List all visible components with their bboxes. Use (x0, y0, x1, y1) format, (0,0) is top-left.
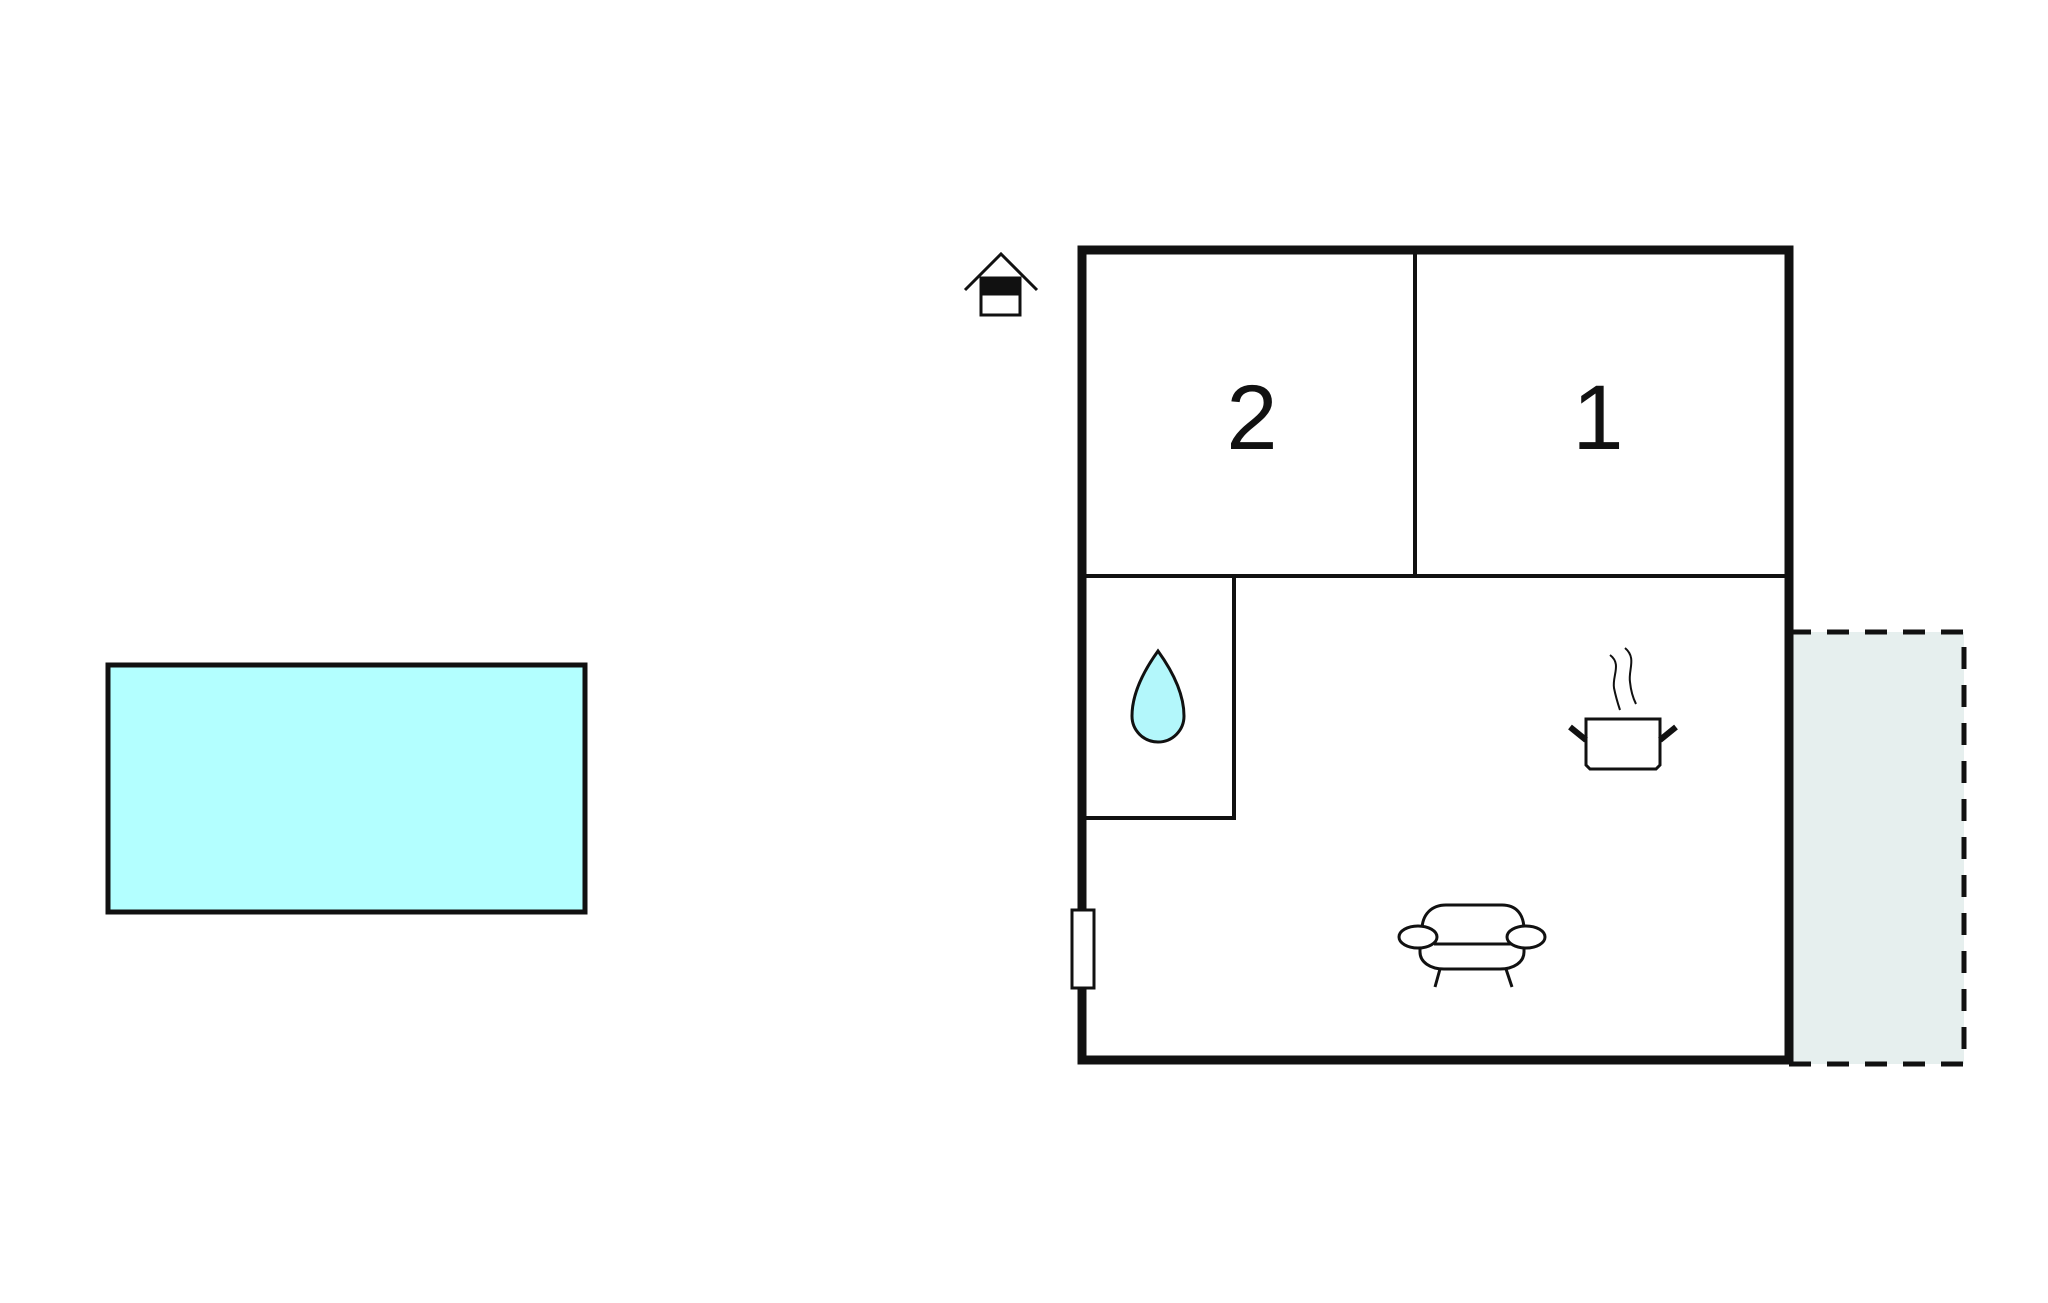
living-room-sofa-icon (1397, 903, 1547, 988)
room-label-1: 1 (1572, 367, 1623, 469)
entrance-house-icon (963, 251, 1039, 317)
terrace (1786, 629, 1967, 1067)
bathroom-water-drop-icon (1130, 648, 1186, 744)
room-label-2: 2 (1226, 367, 1277, 469)
door-icon (1070, 908, 1096, 990)
wall-bathroom (1082, 576, 1236, 820)
pool (105, 662, 588, 915)
kitchen-pot-icon (1568, 647, 1678, 771)
